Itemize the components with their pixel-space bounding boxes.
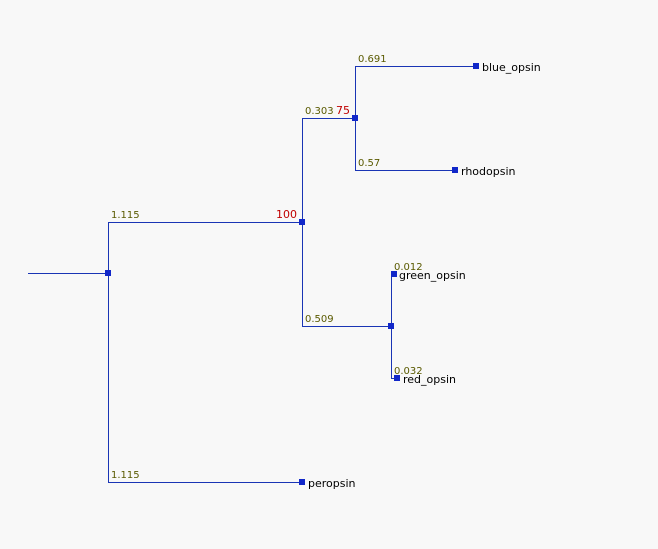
leaf-label-peropsin[interactable]: peropsin bbox=[308, 477, 356, 490]
blue-opsin-leaf-node[interactable] bbox=[473, 63, 479, 69]
green-red-clade-node[interactable] bbox=[388, 323, 394, 329]
bootstrap-blue-rhodo-clade: 75 bbox=[336, 104, 350, 117]
red-opsin-leaf-node[interactable] bbox=[394, 375, 400, 381]
green-opsin-leaf-node[interactable] bbox=[391, 271, 397, 277]
leaf-label-blue-opsin[interactable]: blue_opsin bbox=[482, 61, 541, 74]
branch-length-red-opsin: 0.032 bbox=[394, 366, 423, 377]
rhodopsin-leaf-node[interactable] bbox=[452, 167, 458, 173]
branch-length-rhodopsin: 0.57 bbox=[358, 158, 380, 169]
leaf-label-red-opsin[interactable]: red_opsin bbox=[403, 373, 456, 386]
branch-length-blue-opsin: 0.691 bbox=[358, 54, 387, 65]
branch-length-opsin-clade: 1.115 bbox=[111, 210, 140, 221]
branch-length-blue-rhodo-clade: 0.303 bbox=[305, 106, 334, 117]
opsin-clade-node[interactable] bbox=[299, 219, 305, 225]
leaf-label-green-opsin[interactable]: green_opsin bbox=[399, 269, 466, 282]
branch-length-green-opsin: 0.012 bbox=[394, 262, 423, 273]
branch-length-peropsin: 1.115 bbox=[111, 470, 140, 481]
leaf-label-rhodopsin[interactable]: rhodopsin bbox=[461, 165, 516, 178]
branch-length-green-red-clade: 0.509 bbox=[305, 314, 334, 325]
bootstrap-opsin-clade: 100 bbox=[276, 208, 297, 221]
blue-rhodo-clade-node[interactable] bbox=[352, 115, 358, 121]
root-node[interactable] bbox=[105, 270, 111, 276]
peropsin-leaf-node[interactable] bbox=[299, 479, 305, 485]
